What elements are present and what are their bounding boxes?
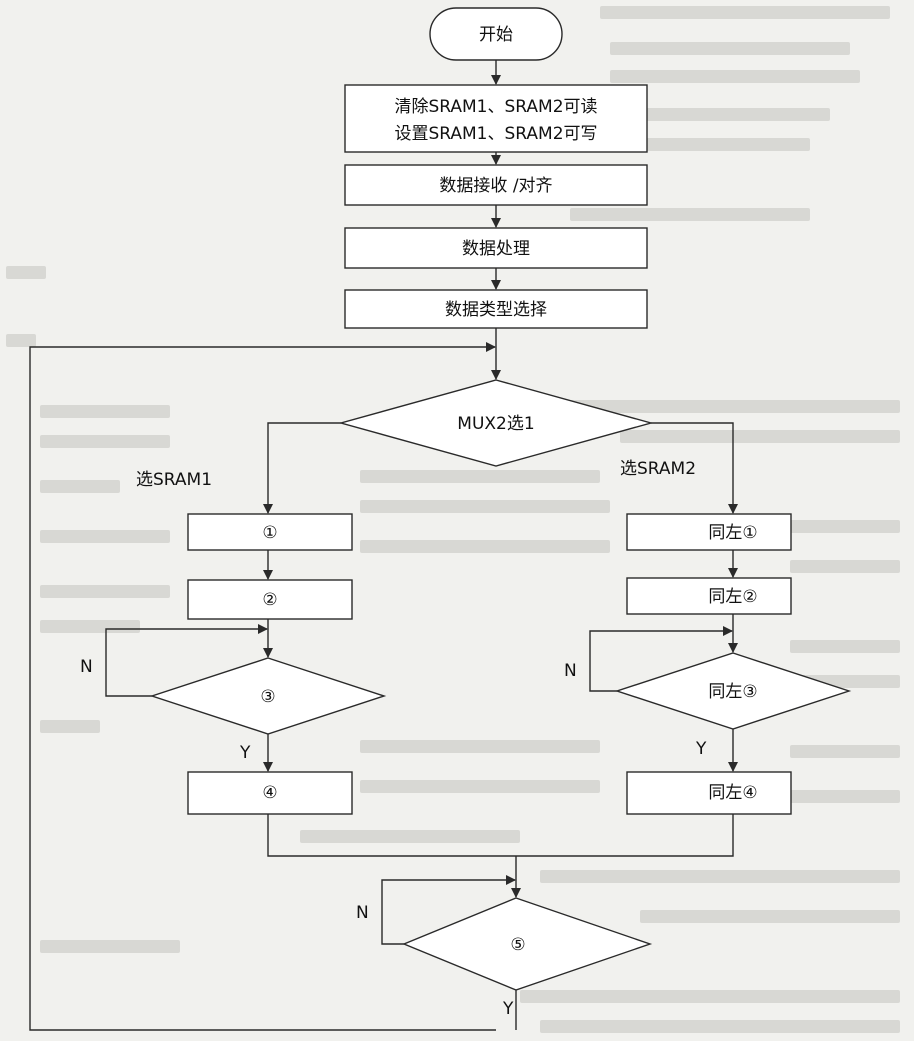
- left-step-3-label: ③: [260, 687, 275, 707]
- final-decision: ⑤: [402, 897, 653, 991]
- process-label: 数据处理: [462, 239, 530, 259]
- left-step-2-label: ②: [262, 590, 277, 610]
- receive-box: 数据接收 /对齐: [344, 164, 648, 206]
- left-step-4-label: ④: [262, 783, 277, 803]
- final-loop-line: [381, 875, 516, 945]
- left-loop-line: [105, 624, 268, 697]
- right-step-1-label: 同左①: [708, 523, 757, 543]
- right-branch-label: 选SRAM2: [620, 459, 696, 479]
- outer-loop-line: [29, 342, 496, 1031]
- right-step-1-box: 同左①: [626, 513, 792, 551]
- branch-line-left: [263, 422, 341, 514]
- right-step-3-label: 同左③: [708, 682, 757, 702]
- type-select-box: 数据类型选择: [344, 289, 648, 329]
- mux-label: MUX2选1: [457, 414, 534, 434]
- init-line2: 设置SRAM1、SRAM2可写: [394, 124, 597, 144]
- right-step-2-label: 同左②: [708, 587, 757, 607]
- left-step-1-label: ①: [262, 523, 277, 543]
- process-box: 数据处理: [344, 227, 648, 269]
- mux-decision: MUX2选1: [338, 379, 654, 467]
- branch-line-right: [651, 422, 738, 514]
- final-no-label: N: [356, 903, 369, 923]
- left-step-4-box: ④: [187, 771, 353, 815]
- right-step-4-label: 同左④: [708, 783, 757, 803]
- left-step-1-box: ①: [187, 513, 353, 551]
- right-no-label: N: [564, 661, 577, 681]
- right-step-2-box: 同左②: [626, 577, 792, 615]
- right-step-3-decision: 同左③: [614, 652, 852, 730]
- receive-label: 数据接收 /对齐: [439, 176, 552, 196]
- right-step-4-box: 同左④: [626, 771, 792, 815]
- left-merge-line: [267, 814, 516, 857]
- final-decision-label: ⑤: [510, 935, 525, 955]
- left-branch-label: 选SRAM1: [136, 470, 212, 490]
- start-label: 开始: [479, 25, 513, 45]
- init-line1: 清除SRAM1、SRAM2可读: [394, 97, 597, 117]
- left-step-3-decision: ③: [149, 657, 387, 735]
- init-box: 清除SRAM1、SRAM2可读 设置SRAM1、SRAM2可写: [344, 84, 648, 153]
- right-merge-line: [516, 814, 734, 857]
- right-loop-line: [589, 626, 733, 692]
- type-select-label: 数据类型选择: [445, 300, 547, 320]
- start-terminal: 开始: [429, 7, 563, 61]
- left-no-label: N: [80, 657, 93, 677]
- left-step-2-box: ②: [187, 579, 353, 620]
- left-yes-label: Y: [239, 743, 251, 763]
- right-yes-label: Y: [695, 739, 707, 759]
- final-yes-label: Y: [502, 999, 514, 1019]
